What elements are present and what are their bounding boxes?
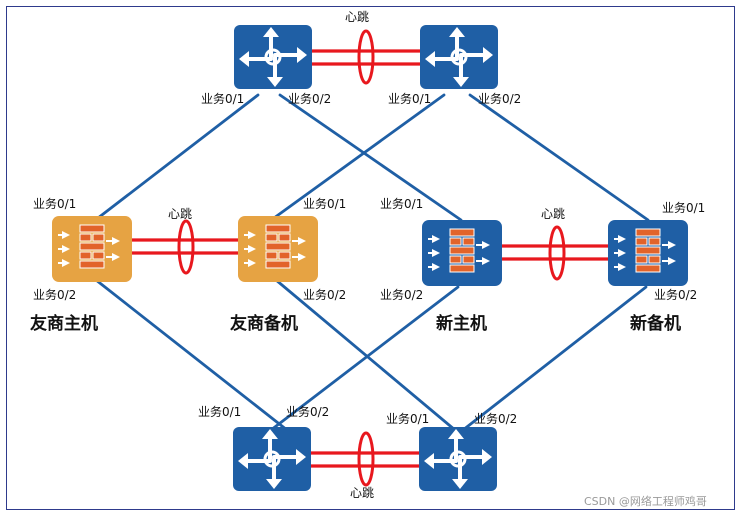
- port-label: 业务0/1: [388, 91, 431, 106]
- heartbeat-label-top: 心跳: [345, 10, 369, 24]
- port-label: 业务0/1: [303, 196, 346, 211]
- link-r2-new-backup: [468, 93, 650, 222]
- port-label: 业务0/2: [303, 287, 346, 302]
- link-r1-new-master: [278, 93, 463, 222]
- port-label: 业务0/1: [380, 196, 423, 211]
- link-vendor-backup-r4: [274, 278, 457, 432]
- link-new-backup-r4: [461, 285, 648, 432]
- device-label-vendor-master: 友商主机: [30, 313, 98, 334]
- firewall-icon: [608, 220, 688, 286]
- port-label: 业务0/2: [474, 411, 517, 426]
- heartbeat-label-bottom: 心跳: [350, 486, 374, 500]
- device-label-new-backup: 新备机: [630, 313, 681, 334]
- heartbeat-vendor-ring: [177, 219, 195, 275]
- router-icon: [418, 23, 500, 91]
- port-label: 业务0/2: [286, 404, 329, 419]
- heartbeat-new-ring: [548, 225, 566, 281]
- firewall-icon: [422, 220, 502, 286]
- watermark: CSDN @网络工程师鸡哥: [584, 494, 707, 508]
- link-r2-vendor-backup: [272, 93, 446, 220]
- heartbeat-top-ring: [357, 29, 375, 85]
- port-label: 业务0/2: [33, 287, 76, 302]
- heartbeat-label-new: 心跳: [541, 207, 565, 221]
- device-label-new-master: 新主机: [436, 313, 487, 334]
- port-label: 业务0/1: [198, 404, 241, 419]
- link-vendor-master-r3: [94, 278, 289, 432]
- port-label: 业务0/1: [33, 196, 76, 211]
- router-icon: [232, 23, 314, 91]
- port-label: 业务0/2: [288, 91, 331, 106]
- port-label: 业务0/1: [662, 200, 705, 215]
- firewall-icon: [238, 216, 318, 282]
- link-new-master-r3: [269, 285, 460, 432]
- firewall-icon: [52, 216, 132, 282]
- device-label-vendor-backup: 友商备机: [230, 313, 298, 334]
- diagram-frame: [6, 6, 735, 510]
- heartbeat-label-vendor: 心跳: [168, 207, 192, 221]
- port-label: 业务0/2: [380, 287, 423, 302]
- router-icon: [231, 425, 313, 493]
- port-label: 业务0/2: [654, 287, 697, 302]
- router-icon: [417, 425, 499, 493]
- port-label: 业务0/2: [478, 91, 521, 106]
- port-label: 业务0/1: [201, 91, 244, 106]
- link-r1-vendor-master: [96, 93, 260, 220]
- port-label: 业务0/1: [386, 411, 429, 426]
- heartbeat-bottom-ring: [357, 431, 375, 487]
